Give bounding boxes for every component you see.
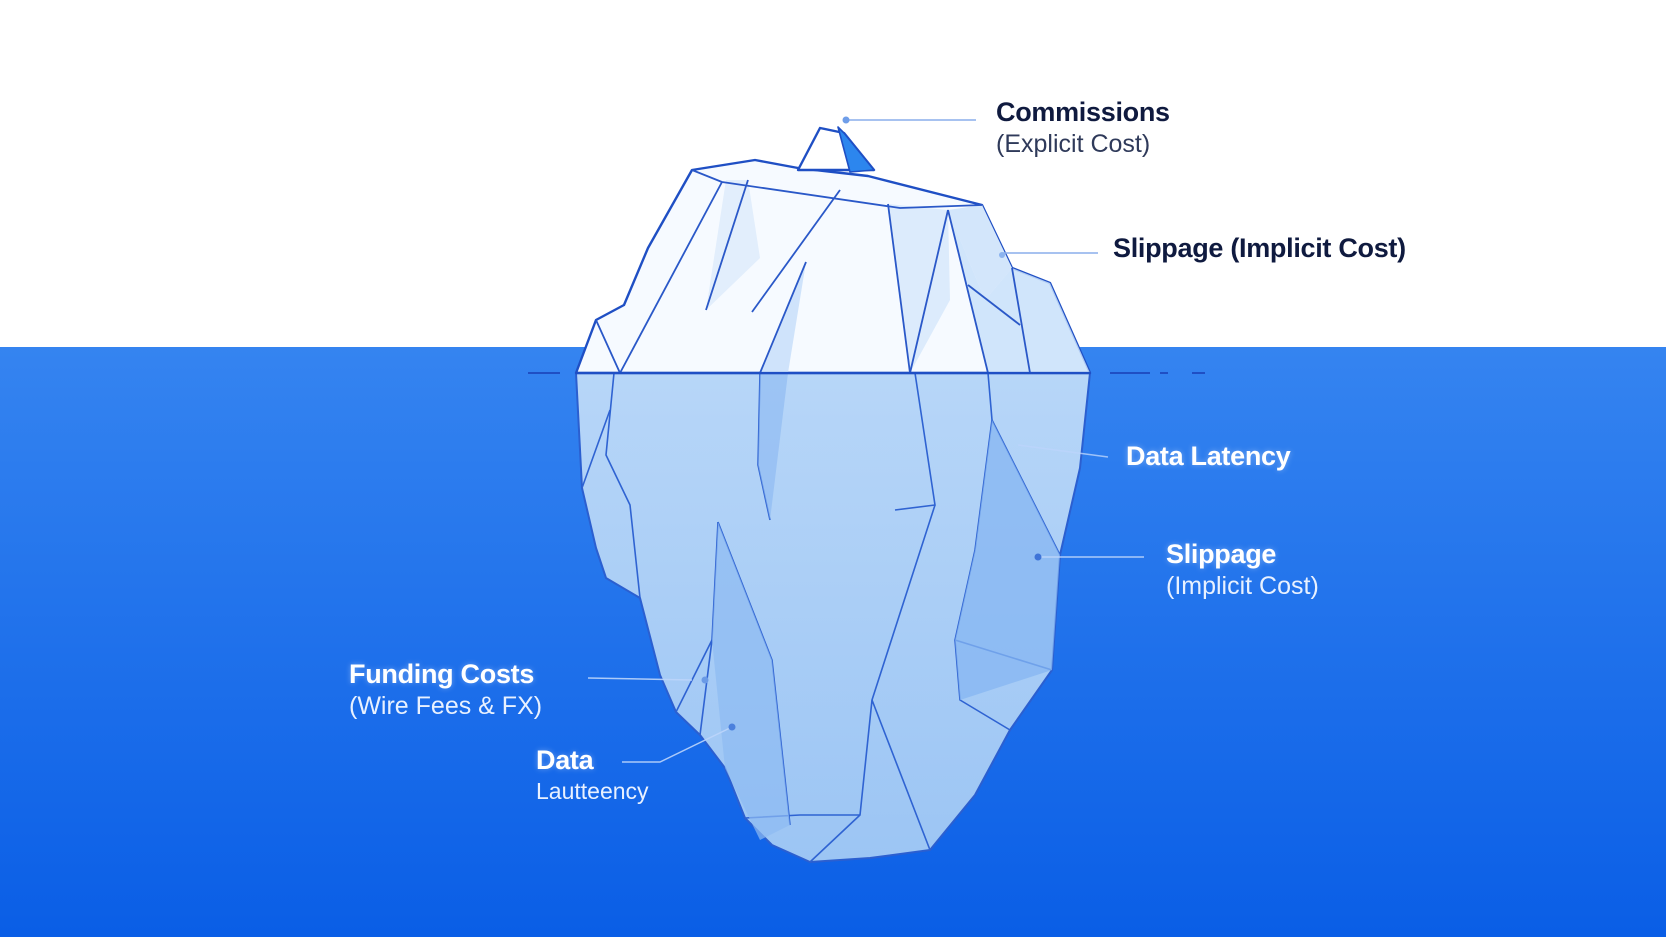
label-slippage-bottom: Slippage (Implicit Cost) <box>1166 538 1319 601</box>
label-data-latency-left-title: Data <box>536 745 594 775</box>
dot-data-latency-left <box>728 723 736 731</box>
label-slippage-bottom-subtitle: (Implicit Cost) <box>1166 571 1319 600</box>
leader-data-latency-left <box>622 726 733 763</box>
iceberg-above-facets <box>595 169 1031 374</box>
label-funding-costs: Funding Costs (Wire Fees & FX) <box>349 658 542 721</box>
leader-funding-costs <box>587 677 693 681</box>
dot-slippage-top <box>999 252 1005 258</box>
dot-funding-costs <box>701 676 709 684</box>
label-funding-costs-subtitle: (Wire Fees & FX) <box>349 691 543 720</box>
leader-dots <box>701 116 1042 731</box>
label-data-latency-right-title: Data Latency <box>1126 441 1291 471</box>
dot-commissions <box>842 116 850 124</box>
label-commissions-subtitle: (Explicit Cost) <box>996 129 1151 158</box>
label-funding-costs-title: Funding Costs <box>349 659 535 689</box>
dot-slippage-bottom <box>1034 553 1042 561</box>
label-slippage-top-title: Slippage (Implicit Cost) <box>1113 233 1406 263</box>
label-slippage-top: Slippage (Implicit Cost) <box>1113 232 1406 265</box>
label-data-latency-right: Data Latency <box>1126 440 1291 473</box>
iceberg-peak-shade <box>837 126 875 173</box>
label-data-latency-left: Data Lautteency <box>536 744 649 805</box>
label-commissions: Commissions (Explicit Cost) <box>996 96 1170 159</box>
iceberg-underwater-shading <box>712 373 1060 840</box>
label-slippage-bottom-title: Slippage <box>1166 539 1277 569</box>
leader-lines <box>587 119 1144 763</box>
leader-data-latency-right <box>1017 444 1109 458</box>
label-commissions-title: Commissions <box>996 97 1170 127</box>
label-data-latency-left-subtitle: Lautteency <box>536 777 649 804</box>
